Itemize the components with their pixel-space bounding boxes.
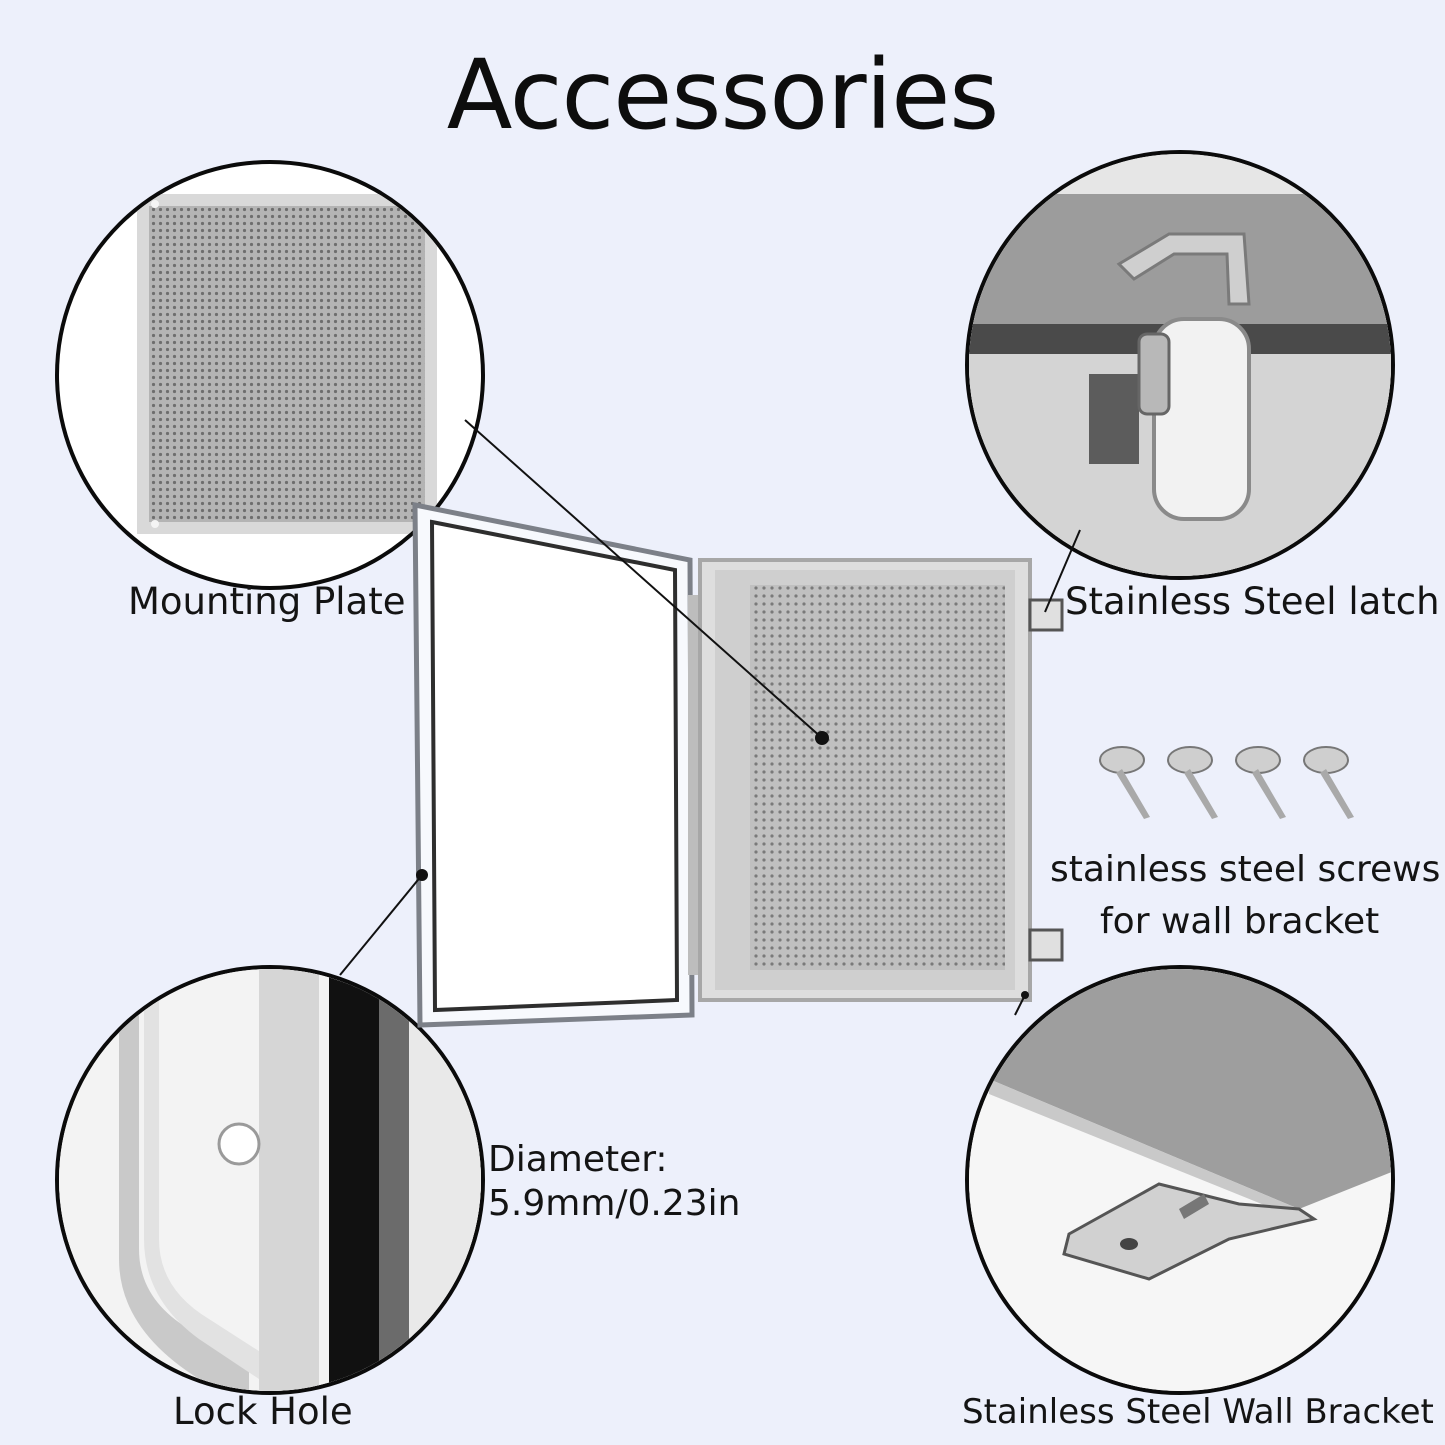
diameter-value: 5.9mm/0.23in	[488, 1183, 741, 1224]
diameter-label: Diameter:	[488, 1139, 668, 1180]
screws-label-line2: for wall bracket	[1100, 901, 1380, 942]
latch-circle	[965, 150, 1395, 580]
latch-image	[969, 154, 1391, 576]
wall-bracket-label: Stainless Steel Wall Bracket	[962, 1392, 1434, 1432]
leader-lines	[339, 419, 1081, 1016]
mounting-plate-circle	[55, 160, 485, 590]
screws-label-line1: stainless steel screws	[1050, 849, 1441, 890]
mounting-plate-image	[137, 194, 437, 534]
wall-bracket-circle	[965, 965, 1395, 1395]
screws-image	[1099, 746, 1354, 819]
lock-hole-label: Lock Hole	[173, 1390, 353, 1433]
mounting-plate-label: Mounting Plate	[128, 580, 406, 623]
lock-hole-image	[59, 969, 481, 1391]
lock-hole-circle	[55, 965, 485, 1395]
latch-label: Stainless Steel latch	[1065, 580, 1440, 623]
wall-bracket-image	[969, 969, 1391, 1391]
page-title: Accessories	[446, 39, 1000, 151]
